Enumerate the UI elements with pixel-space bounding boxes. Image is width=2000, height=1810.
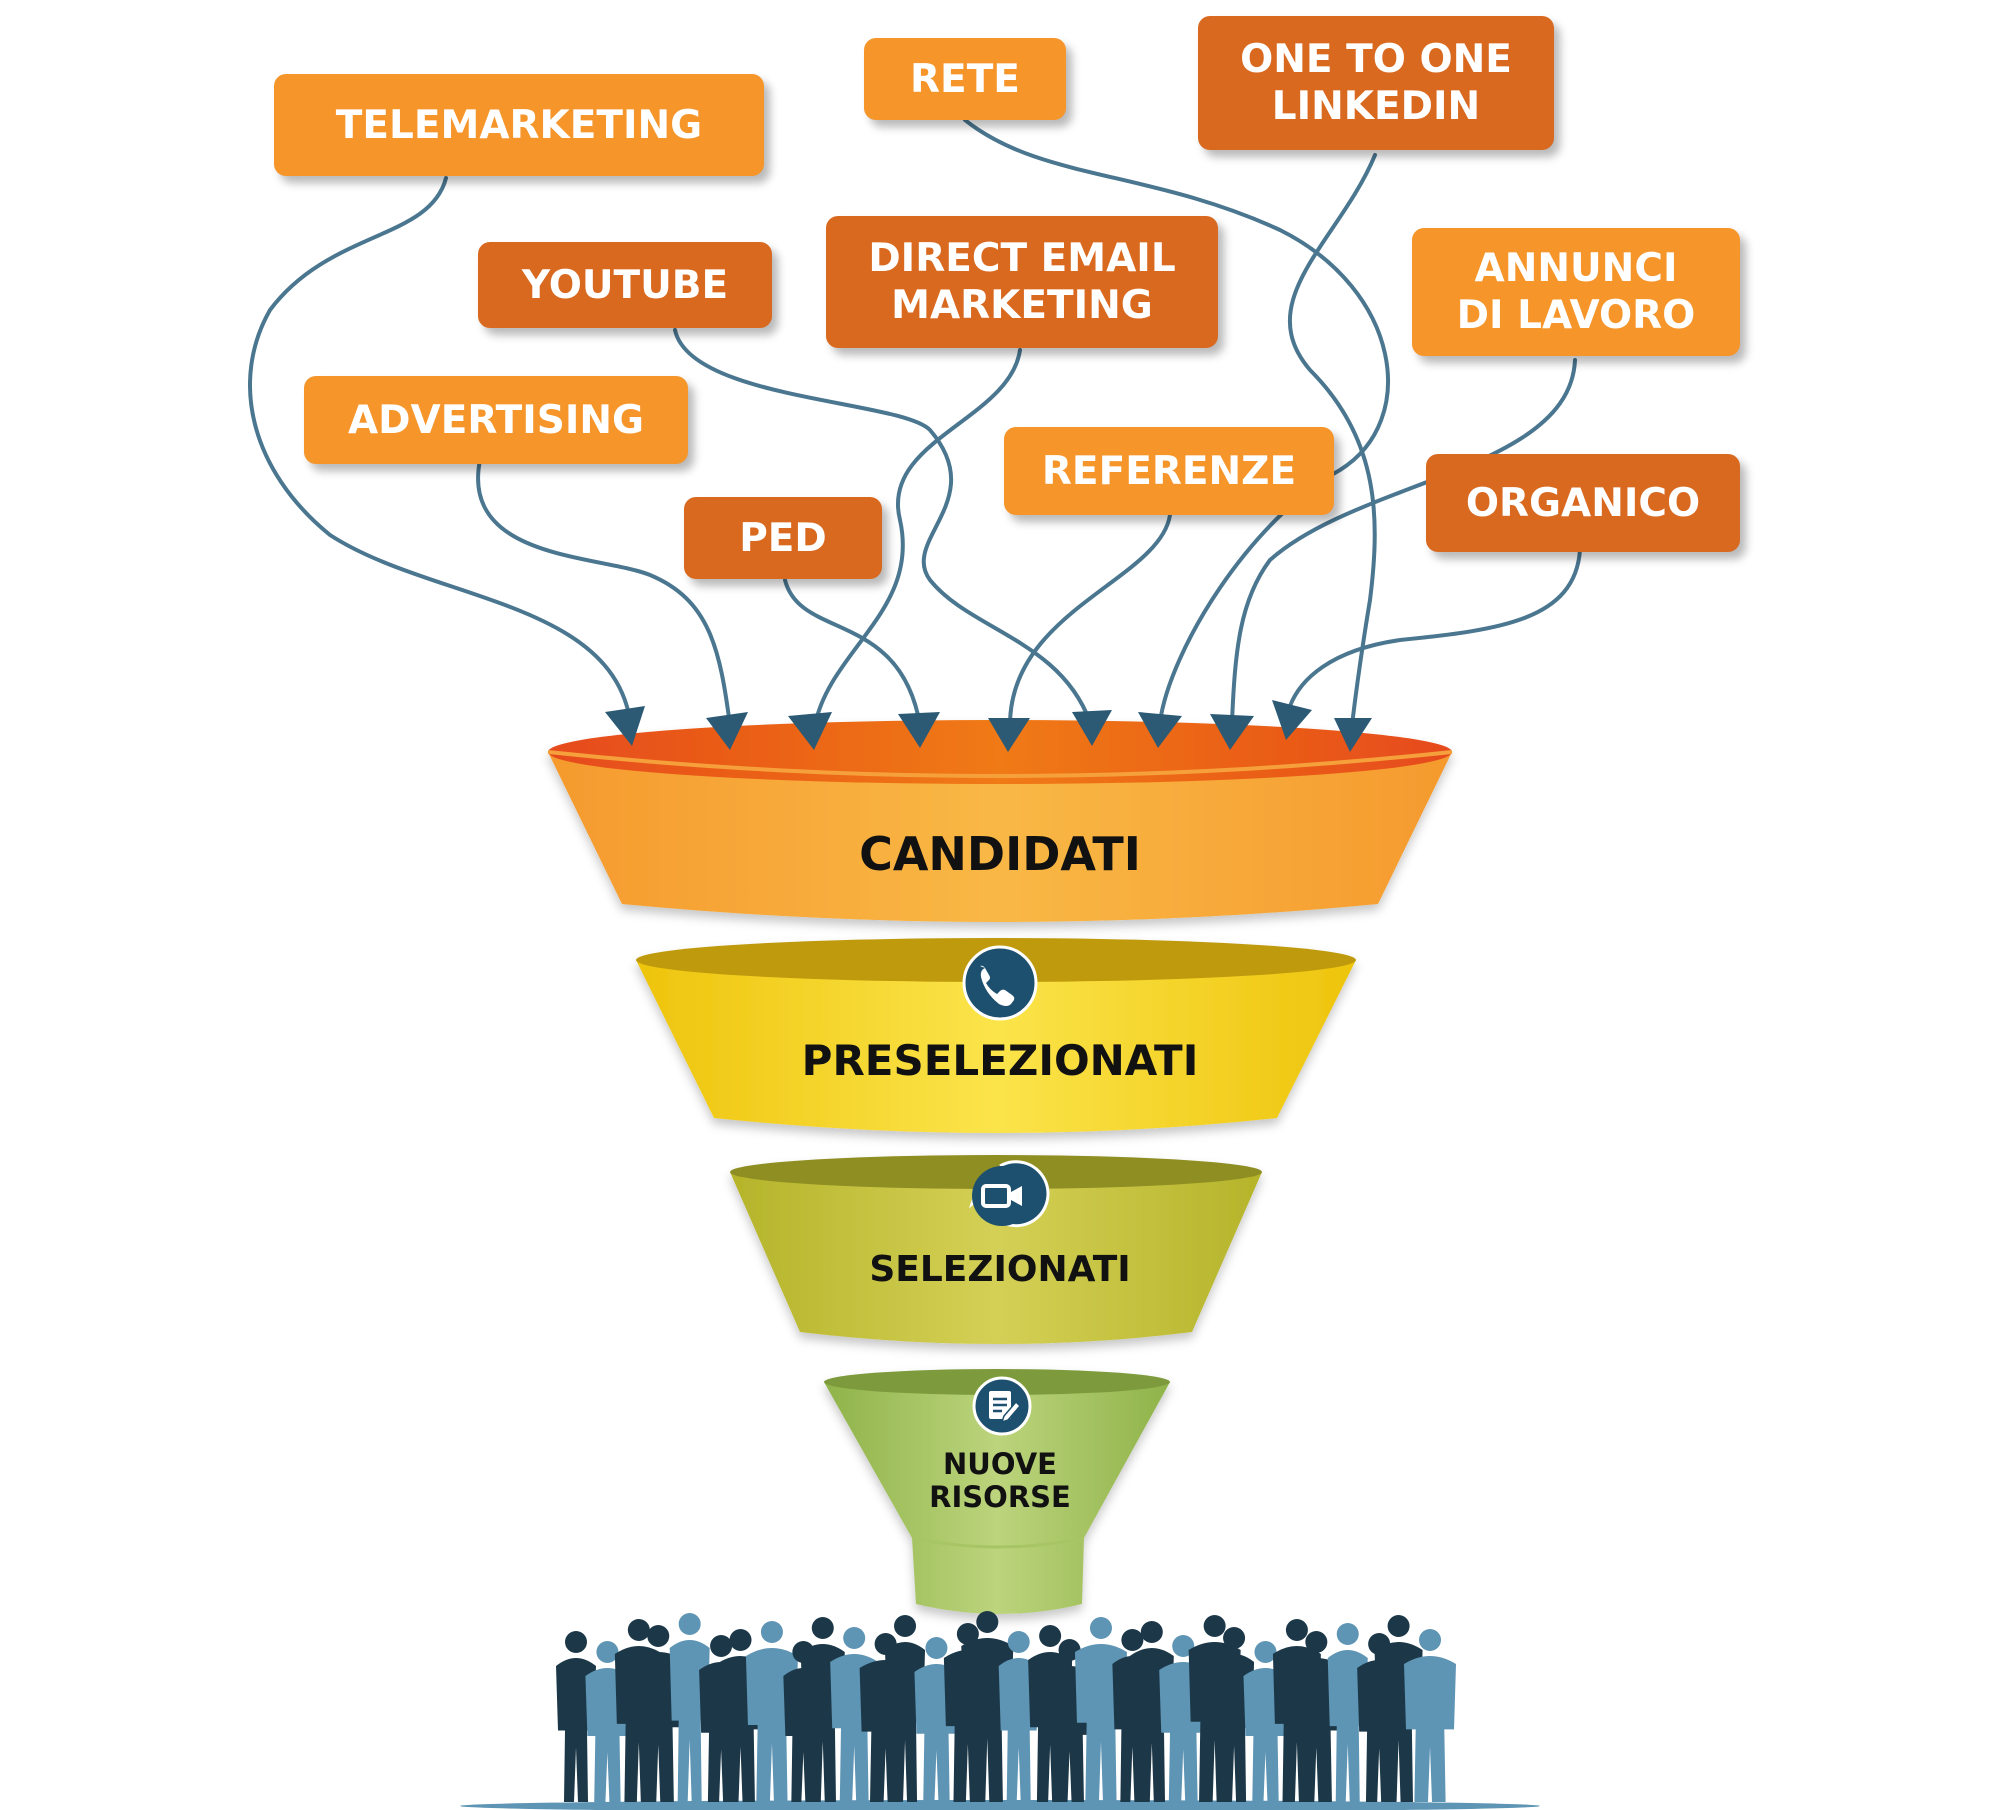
source-rete: RETE	[864, 38, 1066, 120]
arrow-annunci	[1230, 358, 1577, 724]
source-annunci-di-lavoro: ANNUNCI DI LAVORO	[1412, 228, 1740, 356]
arrowhead-9	[1272, 700, 1312, 740]
person-silhouette	[1404, 1629, 1456, 1802]
crowd-silhouette-icon	[460, 1611, 1540, 1810]
arrow-advertising	[476, 458, 732, 727]
arrow-youtube	[673, 328, 1092, 724]
arrowhead-5	[988, 718, 1030, 752]
source-referenze: REFERENZE	[1004, 427, 1334, 515]
person-silhouette	[998, 1631, 1039, 1802]
person-silhouette	[1327, 1623, 1368, 1802]
arrow-organico	[1288, 548, 1582, 708]
arrow-telemarketing	[248, 176, 632, 722]
stage-label-selezionati: SELEZIONATI	[869, 1249, 1131, 1290]
source-organico: ORGANICO	[1426, 454, 1740, 552]
source-direct-email-marketing: DIRECT EMAIL MARKETING	[826, 216, 1218, 348]
person-silhouette	[556, 1631, 596, 1802]
arrow-linkedin	[1287, 153, 1377, 727]
arrowhead-2	[706, 712, 748, 750]
source-advertising: ADVERTISING	[304, 376, 688, 464]
source-one-to-one-linkedin: ONE TO ONE LINKEDIN	[1198, 16, 1554, 150]
arrowhead-4	[898, 712, 940, 748]
document-edit-icon	[972, 1376, 1032, 1436]
arrowhead-8	[1210, 714, 1254, 750]
arrow-rete	[963, 118, 1390, 724]
source-ped: PED	[684, 497, 882, 579]
funnel-stage-candidati	[547, 720, 1453, 922]
source-arrows	[248, 118, 1582, 727]
source-telemarketing: TELEMARKETING	[274, 74, 764, 176]
arrowhead-3	[788, 712, 832, 750]
arrowhead-6	[1072, 710, 1112, 746]
arrowhead-7	[1138, 712, 1182, 748]
arrowhead-10	[1334, 718, 1372, 752]
arrow-direct-email	[813, 348, 1022, 727]
arrowhead-1	[605, 706, 645, 746]
source-youtube: YOUTUBE	[478, 242, 772, 328]
stage-label-candidati: CANDIDATI	[859, 827, 1141, 881]
video-call-icon	[968, 1160, 1050, 1228]
arrow-heads	[605, 700, 1372, 752]
crowd-ground-shadow	[460, 1800, 1540, 1810]
phone-icon	[962, 945, 1038, 1021]
arrow-ped	[783, 578, 922, 727]
arrow-referenze	[1008, 513, 1172, 727]
stage-label-preselezionati: PRESELEZIONATI	[801, 1036, 1199, 1085]
stage-label-nuove-risorse: NUOVE RISORSE	[929, 1447, 1071, 1514]
